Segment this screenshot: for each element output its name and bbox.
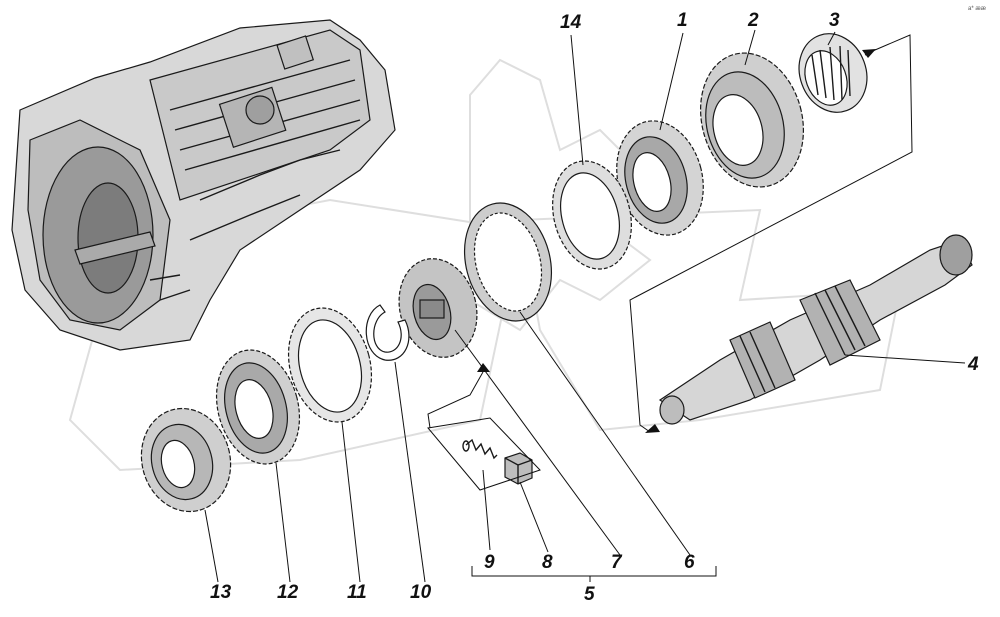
callout-5: 5	[584, 584, 595, 605]
callout-13: 13	[210, 582, 232, 603]
part-9-spring	[462, 438, 498, 460]
arrow-head-bottom	[645, 424, 660, 433]
part-6-sliding-sleeve	[463, 202, 553, 322]
part-11-synchronizer-ring	[287, 307, 373, 423]
arrow-head-top	[862, 49, 876, 58]
callout-labels: 1 2 3 14 4 13 12 11 10 9 8 7 6 5	[210, 10, 979, 605]
part-1-synchro-gear	[616, 120, 704, 236]
callout-4: 4	[967, 354, 979, 375]
part-2-helical-gear	[699, 52, 805, 188]
part-12-cone-gear	[215, 349, 301, 465]
callout-12: 12	[277, 582, 299, 603]
arrow-head-hub	[477, 363, 490, 372]
callout-9: 9	[484, 552, 495, 573]
callout-10: 10	[410, 582, 432, 603]
callout-1: 1	[677, 10, 688, 31]
parts-8-9-frame	[427, 417, 541, 491]
gearbox-housing	[11, 19, 396, 351]
callout-14: 14	[560, 12, 582, 33]
callout-7: 7	[611, 552, 623, 573]
part-4-main-shaft	[658, 234, 973, 425]
corner-mark: a* ææ	[968, 6, 987, 12]
leader-lines	[204, 29, 966, 583]
callout-8: 8	[542, 552, 553, 573]
callout-6: 6	[684, 552, 695, 573]
callout-2: 2	[747, 10, 759, 31]
callout-11: 11	[347, 582, 367, 603]
callout-3: 3	[829, 10, 840, 31]
assembly-bracket	[427, 34, 913, 433]
part-3-needle-bearing	[798, 33, 868, 113]
part-10-snap-ring	[365, 304, 410, 361]
part-13-helical-gear	[140, 407, 232, 513]
part-14-synchronizer-ring	[552, 160, 632, 270]
part-8-detent-block	[504, 452, 533, 485]
